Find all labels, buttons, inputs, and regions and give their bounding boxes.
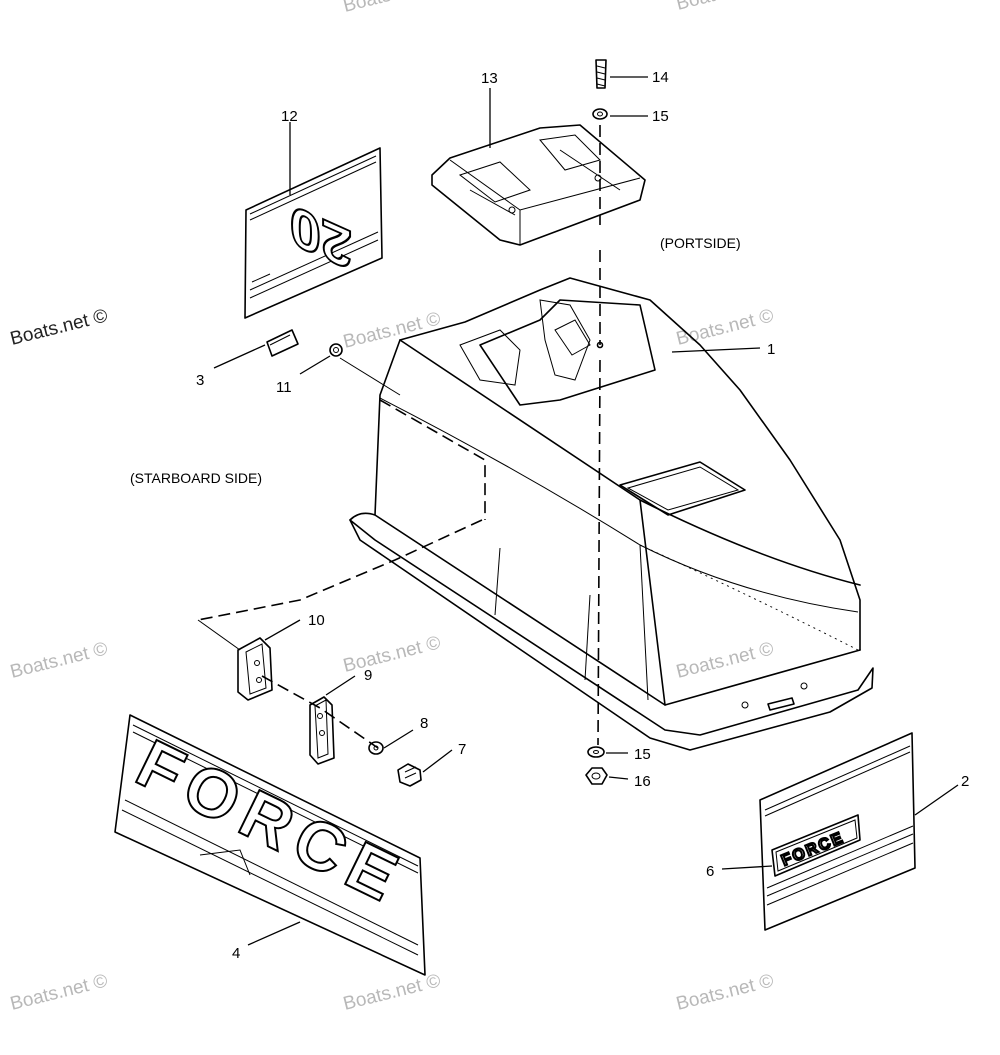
watermark: Boats.net © bbox=[341, 308, 443, 352]
latch-bolt bbox=[397, 763, 422, 787]
callout-9: 9 bbox=[364, 667, 372, 684]
watermark: Boats.net © bbox=[341, 970, 443, 1014]
callouts: 1 2 3 4 6 7 8 9 10 11 12 13 14 15 15 16 bbox=[196, 69, 969, 962]
small-pad bbox=[266, 329, 299, 357]
callout-13: 13 bbox=[481, 70, 498, 87]
callout-11: 11 bbox=[276, 379, 292, 396]
callout-7: 7 bbox=[458, 741, 466, 758]
top-screw bbox=[595, 59, 607, 89]
watermark: Boats.net © bbox=[8, 638, 110, 682]
leader-lines bbox=[213, 76, 959, 946]
callout-1: 1 bbox=[767, 341, 775, 358]
callout-6: 6 bbox=[706, 863, 714, 880]
watermark: Boats.net © bbox=[341, 632, 443, 676]
number-decal: 20 bbox=[244, 147, 383, 319]
latch-guide-line bbox=[197, 619, 241, 651]
watermark: Boats.net © bbox=[674, 305, 776, 349]
top-cap bbox=[431, 124, 646, 246]
watermark: Boats.net © bbox=[8, 970, 110, 1014]
callout-12: 12 bbox=[281, 108, 298, 125]
watermark: Boats.net © bbox=[8, 305, 110, 349]
grommet bbox=[329, 343, 343, 357]
watermark: Boats.net © bbox=[674, 0, 776, 15]
engine-cover bbox=[349, 277, 874, 751]
mount-hole bbox=[596, 341, 604, 349]
top-washer bbox=[592, 108, 608, 120]
latch-guide-line bbox=[261, 675, 379, 749]
portside-note: (PORTSIDE) bbox=[660, 235, 741, 251]
callout-3: 3 bbox=[196, 372, 204, 389]
bottom-washer bbox=[587, 746, 605, 758]
fastener-centerline bbox=[597, 125, 601, 746]
grommet-guide-line bbox=[339, 357, 401, 396]
starboard-note: (STARBOARD SIDE) bbox=[130, 470, 262, 486]
latch-plate bbox=[309, 696, 335, 765]
side-decal bbox=[759, 732, 916, 931]
latch-washer bbox=[368, 741, 384, 755]
callout-15-bottom: 15 bbox=[634, 746, 651, 763]
callout-4: 4 bbox=[232, 945, 240, 962]
callout-14: 14 bbox=[652, 69, 669, 86]
callout-8: 8 bbox=[420, 715, 428, 732]
latch-bracket bbox=[237, 637, 273, 701]
callout-16: 16 bbox=[634, 773, 651, 790]
callout-15-top: 15 bbox=[652, 108, 669, 125]
latch-guide-line bbox=[197, 519, 483, 621]
watermark: Boats.net © bbox=[674, 638, 776, 682]
watermark: Boats.net © bbox=[341, 0, 443, 17]
callout-2: 2 bbox=[961, 773, 969, 790]
bottom-nut bbox=[585, 767, 608, 785]
callout-10: 10 bbox=[308, 612, 325, 629]
watermark: Boats.net © bbox=[674, 970, 776, 1014]
